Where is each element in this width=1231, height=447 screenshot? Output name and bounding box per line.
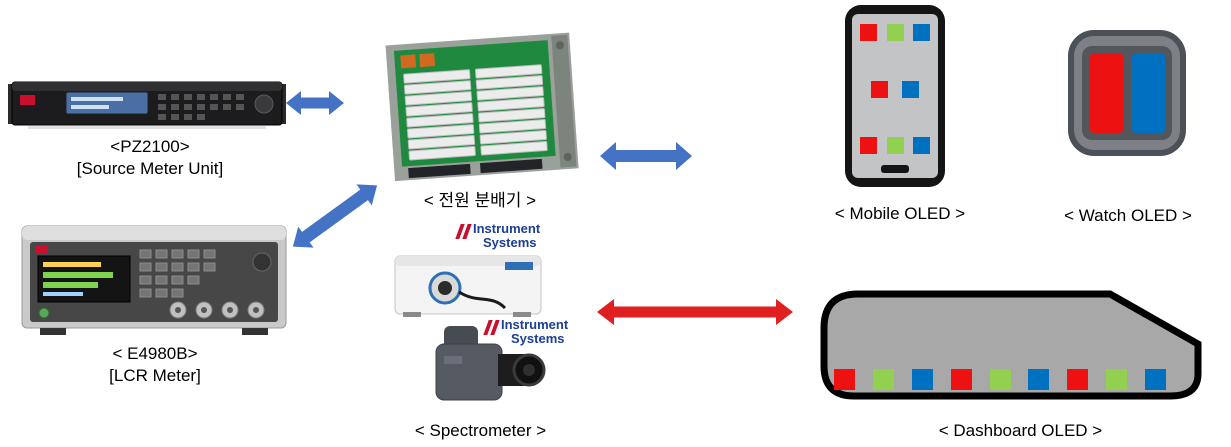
lcr-label: < E4980B> [LCR Meter] xyxy=(25,343,285,387)
pixel-row xyxy=(857,24,933,41)
spectrometer-camera-image xyxy=(435,326,546,401)
arrow-smu-distributor xyxy=(286,91,344,115)
red-pixel xyxy=(834,369,855,390)
dashboard-oled-label: < Dashboard OLED > xyxy=(938,421,1103,440)
blue-pixel xyxy=(911,369,933,390)
smu-label-type: [Source Meter Unit] xyxy=(76,159,224,179)
power-distributor-image xyxy=(385,32,579,182)
blue-pixel xyxy=(902,80,919,98)
dashboard-pixel-row xyxy=(834,369,1166,390)
arrow-distributor-mobile xyxy=(600,142,692,170)
blue-pixel xyxy=(913,24,930,41)
blue-pixel xyxy=(1130,53,1166,133)
watch-oled-label: < Watch OLED > xyxy=(1064,206,1192,225)
mobile-oled-image xyxy=(845,5,945,187)
mobile-oled-screen xyxy=(852,14,938,178)
lcr-label-type: [LCR Meter] xyxy=(109,366,201,386)
green-pixel xyxy=(886,137,904,154)
logo-mark-icon xyxy=(455,222,472,239)
dashboard-oled-image xyxy=(818,288,1204,402)
blue-pixel xyxy=(1145,369,1166,390)
watch-oled-image xyxy=(1068,30,1186,156)
arrow-lcr-distributor xyxy=(292,184,378,248)
watch-oled-screen xyxy=(1082,46,1172,140)
instrument-systems-logo-2: Instrument Systems xyxy=(483,318,568,345)
arrow-spectrometer-dashboard xyxy=(597,299,793,325)
red-pixel xyxy=(1088,53,1124,133)
red-pixel xyxy=(871,80,888,98)
pz2100-source-meter-image xyxy=(8,81,286,129)
e4980b-lcr-meter-image xyxy=(21,225,287,335)
phone-home-bar xyxy=(881,165,909,173)
smu-label-model: <PZ2100> xyxy=(110,137,190,156)
pixel-row xyxy=(857,137,933,154)
spectrometer-box-image xyxy=(394,255,542,317)
green-pixel xyxy=(872,369,894,390)
red-pixel xyxy=(860,137,877,154)
pixel-row xyxy=(857,80,933,98)
lcr-label-model: < E4980B> xyxy=(112,344,198,363)
blue-pixel xyxy=(1028,369,1050,390)
green-pixel xyxy=(989,369,1011,390)
red-pixel xyxy=(950,369,972,390)
red-pixel xyxy=(860,24,877,41)
instrument-systems-logo: Instrument Systems xyxy=(455,222,540,249)
spectrometer-label: < Spectrometer > xyxy=(414,421,547,440)
mobile-oled-label: < Mobile OLED > xyxy=(834,204,966,223)
blue-pixel xyxy=(913,137,930,154)
green-pixel xyxy=(1106,369,1128,390)
distributor-label: < 전원 분배기 > xyxy=(423,191,537,210)
red-pixel xyxy=(1067,369,1089,390)
green-pixel xyxy=(886,24,904,41)
smu-label: <PZ2100> [Source Meter Unit] xyxy=(20,136,280,180)
